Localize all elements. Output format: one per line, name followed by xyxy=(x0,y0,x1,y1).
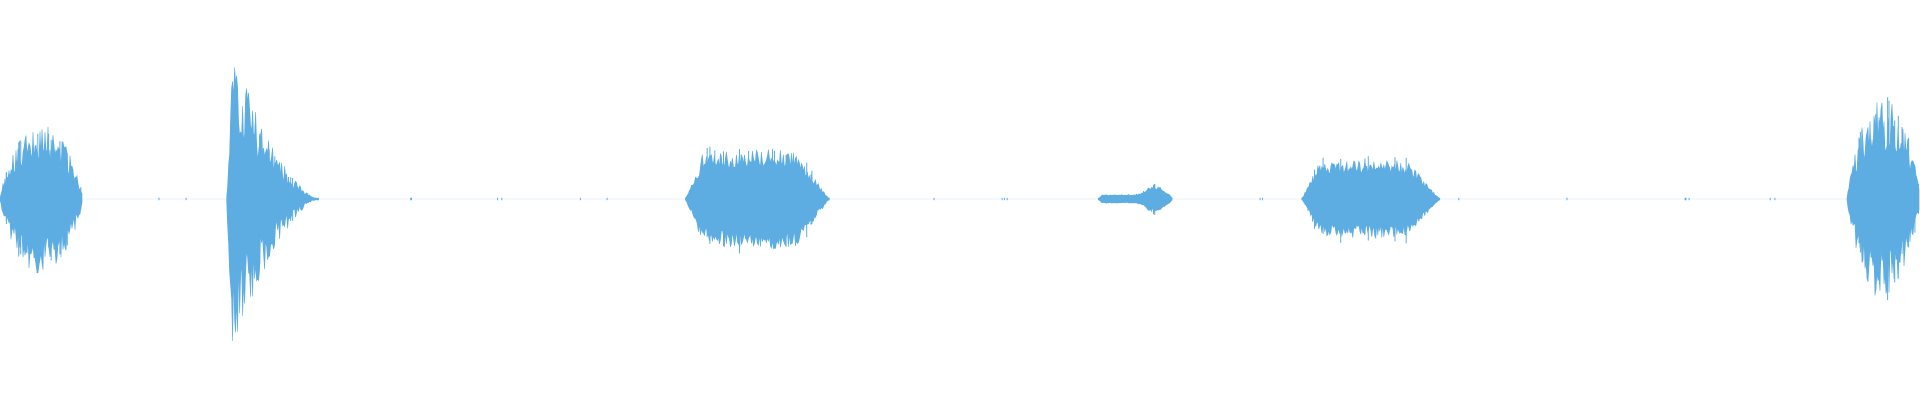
waveform-segments xyxy=(0,67,1920,342)
waveform-segment-2 xyxy=(226,67,319,342)
waveform-segment-3 xyxy=(685,149,830,250)
waveform-segment-5 xyxy=(1301,160,1441,240)
waveform-noise-floor xyxy=(82,197,1847,201)
